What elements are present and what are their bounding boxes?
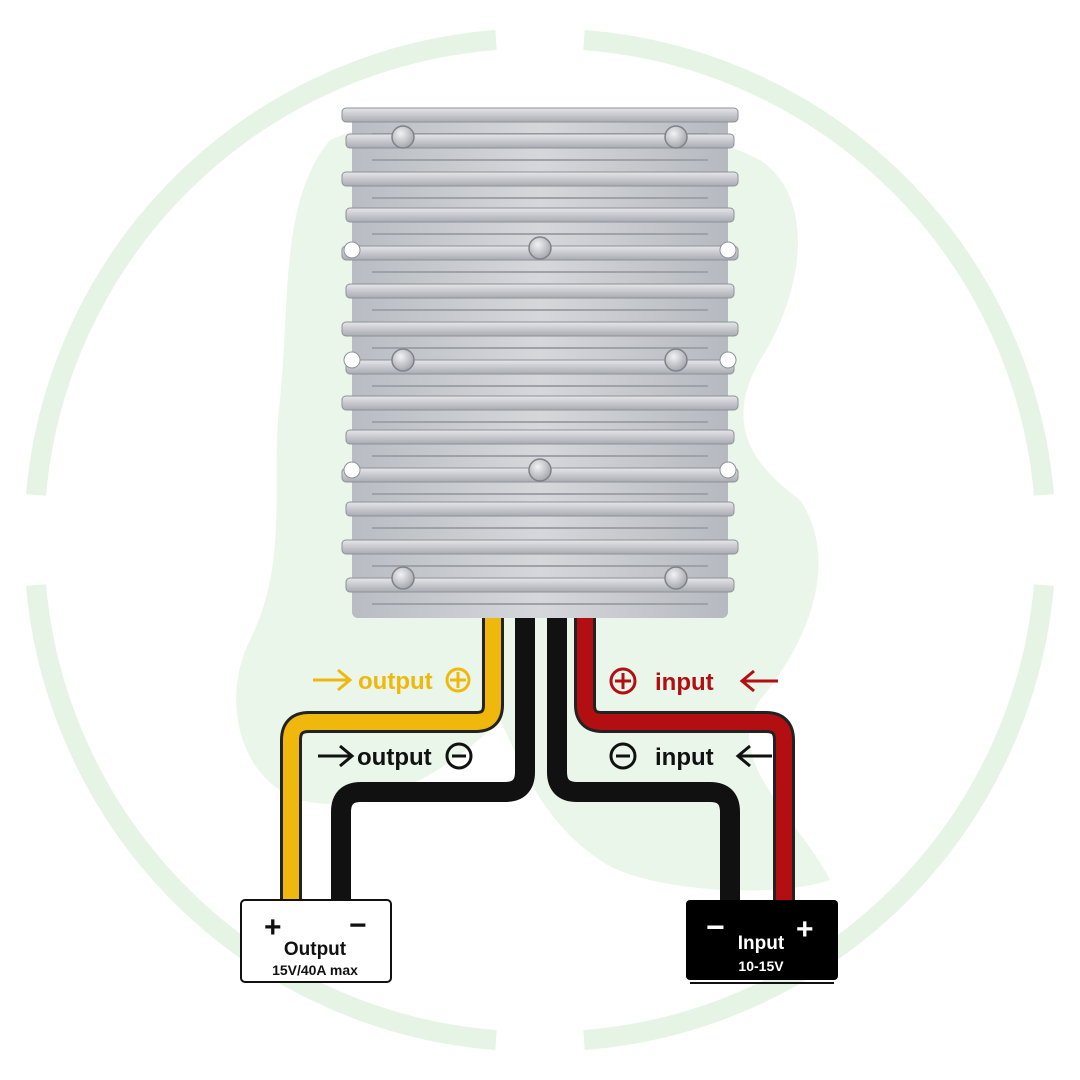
input-minus-symbol: − bbox=[706, 909, 725, 945]
heatsink-fin bbox=[345, 577, 735, 593]
heatsink-fin bbox=[345, 501, 735, 517]
circled-minus-icon bbox=[609, 742, 637, 770]
input-rating: 10-15V bbox=[738, 958, 784, 974]
label-input-positive: input bbox=[609, 667, 778, 696]
converter-housing bbox=[341, 107, 739, 618]
arrow-left-icon bbox=[735, 744, 772, 768]
heatsink-fin bbox=[345, 429, 735, 445]
heatsink-fin bbox=[345, 207, 735, 223]
circled-plus-icon bbox=[609, 667, 637, 695]
output-rating: 15V/40A max bbox=[272, 962, 358, 978]
screw-icon bbox=[528, 458, 552, 482]
screw-icon bbox=[664, 125, 688, 149]
heatsink-fin bbox=[345, 283, 735, 299]
heatsink-fin bbox=[341, 107, 739, 123]
output-positive-text: output bbox=[358, 668, 433, 695]
output-minus-symbol: − bbox=[349, 909, 367, 942]
screw-icon bbox=[664, 348, 688, 372]
heatsink-fin bbox=[341, 321, 739, 337]
output-negative-wire bbox=[331, 618, 535, 905]
mounting-hole-icon bbox=[719, 241, 737, 259]
input-positive-text: input bbox=[655, 669, 714, 696]
input-title: Input bbox=[738, 933, 785, 954]
heatsink-fins bbox=[341, 107, 739, 605]
output-terminal-box: + − Output 15V/40A max bbox=[240, 899, 392, 983]
arrow-right-icon bbox=[313, 668, 353, 692]
screw-icon bbox=[391, 125, 415, 149]
output-plus-symbol: + bbox=[264, 911, 282, 944]
screw-icon bbox=[664, 566, 688, 590]
screw-icon bbox=[391, 348, 415, 372]
heatsink-fin bbox=[341, 539, 739, 555]
screw-icon bbox=[391, 566, 415, 590]
label-output-positive: output bbox=[313, 667, 471, 695]
mounting-screws bbox=[343, 125, 737, 590]
input-terminal-box: − + Input 10-15V bbox=[686, 900, 838, 984]
heatsink-fin bbox=[341, 171, 739, 187]
wires bbox=[280, 618, 795, 905]
mounting-hole-icon bbox=[719, 351, 737, 369]
circled-plus-icon bbox=[445, 667, 471, 693]
circled-minus-icon bbox=[445, 742, 473, 770]
screw-icon bbox=[528, 236, 552, 260]
heatsink-fin bbox=[341, 395, 739, 411]
mounting-hole-icon bbox=[719, 461, 737, 479]
heatsink-fin bbox=[345, 359, 735, 375]
arrow-right-icon bbox=[318, 744, 355, 768]
mounting-hole-icon bbox=[343, 461, 361, 479]
label-input-negative: input bbox=[609, 742, 772, 771]
heatsink-fin bbox=[345, 133, 735, 149]
arrow-left-icon bbox=[739, 669, 778, 693]
label-output-negative: output bbox=[318, 742, 473, 771]
watermark-logo-icon bbox=[26, 30, 1054, 1050]
input-negative-text: input bbox=[655, 744, 714, 771]
mounting-hole-icon bbox=[343, 241, 361, 259]
input-plus-symbol: + bbox=[796, 913, 814, 946]
mounting-hole-icon bbox=[343, 351, 361, 369]
output-title: Output bbox=[284, 939, 347, 960]
input-negative-wire bbox=[547, 618, 740, 905]
output-negative-text: output bbox=[357, 744, 432, 771]
